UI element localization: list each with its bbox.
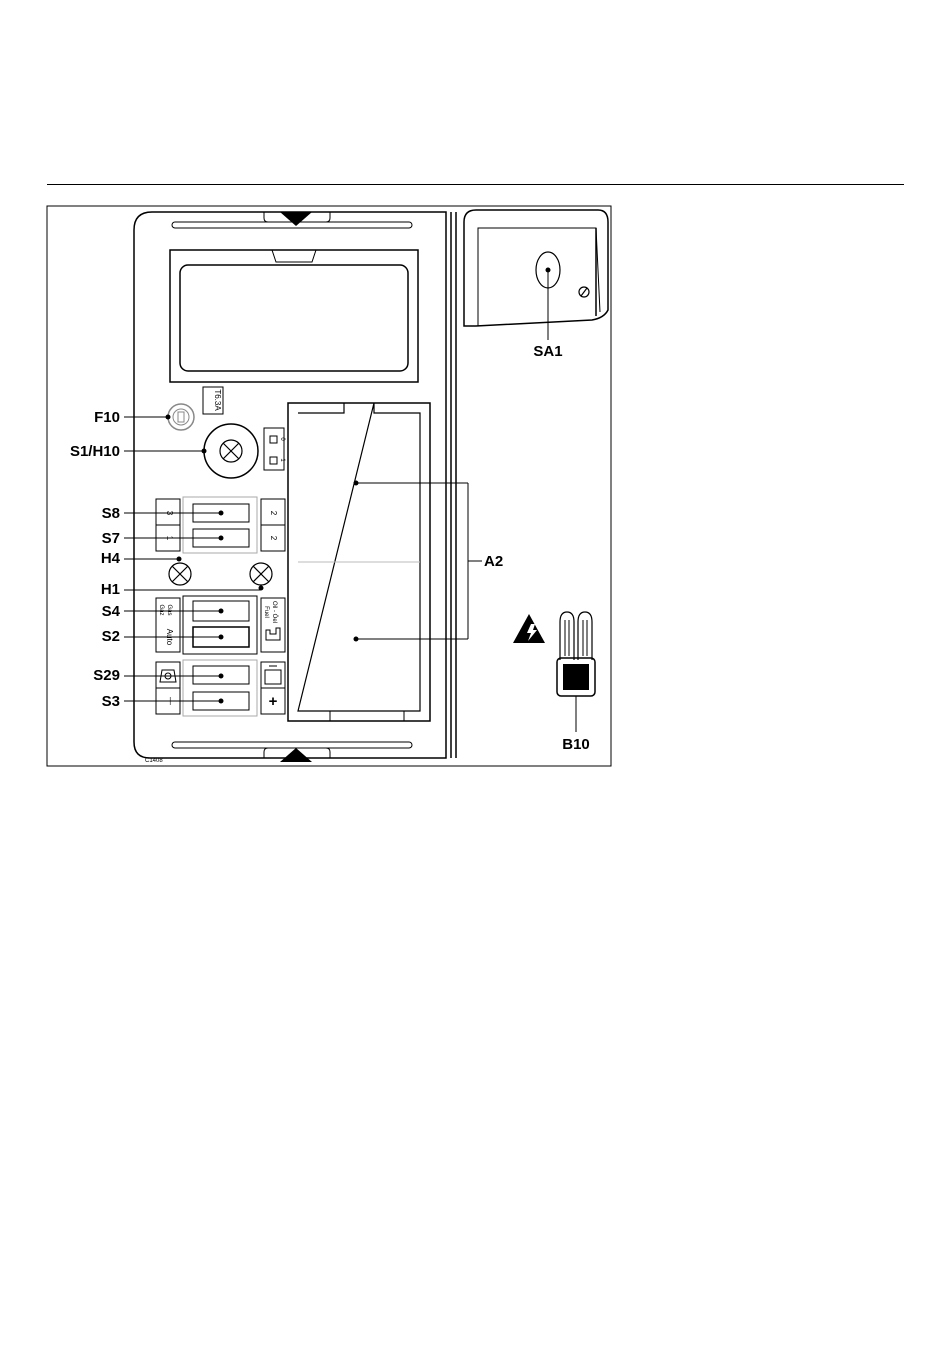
fuel-label: Fuel xyxy=(263,606,269,618)
diagram-frame xyxy=(47,206,611,766)
callout-s8: S8 xyxy=(102,505,120,522)
callout-b10: B10 xyxy=(562,736,590,753)
switch-group-s29-s3 xyxy=(183,660,257,716)
callout-sa1: SA1 xyxy=(533,343,562,360)
s29-point xyxy=(219,674,224,679)
callout-s3: S3 xyxy=(102,693,120,710)
f10-point xyxy=(166,415,171,420)
fuse-holder-inner xyxy=(173,409,189,425)
display-screen xyxy=(180,265,408,371)
fuse-rating-label: T6.3A xyxy=(213,389,222,411)
hand-icon xyxy=(266,628,280,640)
callout-h4: H4 xyxy=(101,550,121,567)
a2-point xyxy=(354,481,359,486)
plug-prong-right xyxy=(578,612,592,660)
fuse-holder-f10[interactable] xyxy=(168,404,194,430)
callout-s29: S29 xyxy=(93,667,120,684)
s4-point xyxy=(219,609,224,614)
s7-point xyxy=(219,536,224,541)
oil-label: Oil - Öel xyxy=(271,601,278,623)
top-slot xyxy=(172,222,412,228)
reset-icon xyxy=(265,666,281,684)
callout-a2: A2 xyxy=(484,553,503,570)
display-tab xyxy=(272,250,316,262)
bottom-slot xyxy=(172,742,412,748)
top-arrow-icon xyxy=(280,212,312,226)
gas-label: Gas xyxy=(166,604,172,615)
bottom-arrow-icon xyxy=(280,748,312,762)
s1h10-point xyxy=(202,449,207,454)
callout-h1: H1 xyxy=(101,581,120,598)
gaz-label: Gaz xyxy=(158,604,164,615)
s8-point xyxy=(219,511,224,516)
callout-s4: S4 xyxy=(102,603,121,620)
screw-slot xyxy=(581,288,587,296)
switch-on-symbol xyxy=(270,457,277,464)
module-a2-inner xyxy=(298,403,420,711)
callout-s2: S2 xyxy=(102,628,120,645)
callout-f10: F10 xyxy=(94,409,120,426)
callout-s1h10: S1/H10 xyxy=(70,443,120,460)
switch-off-symbol xyxy=(270,436,277,443)
s3-point xyxy=(219,699,224,704)
s8-right-label: 2 xyxy=(269,511,278,516)
plug-body-core xyxy=(563,664,589,690)
a2-point xyxy=(354,637,359,642)
plug-prong-left xyxy=(560,612,574,660)
display-frame xyxy=(170,250,418,382)
switch-group-s8-s7 xyxy=(183,497,257,553)
plus-label: + xyxy=(269,693,278,710)
s7-right-label: 2 xyxy=(269,536,278,541)
switch-group-s4-s2 xyxy=(183,596,257,654)
corner-code: C1408 xyxy=(145,758,163,764)
module-a2-bottom-tab xyxy=(330,711,404,721)
sa1-inner xyxy=(478,228,600,326)
sa1-point xyxy=(546,268,551,273)
h4-point xyxy=(177,557,182,562)
s2-point xyxy=(219,635,224,640)
callout-s7: S7 xyxy=(102,530,120,547)
fuse-slot xyxy=(178,412,184,422)
h1-point xyxy=(259,586,264,591)
